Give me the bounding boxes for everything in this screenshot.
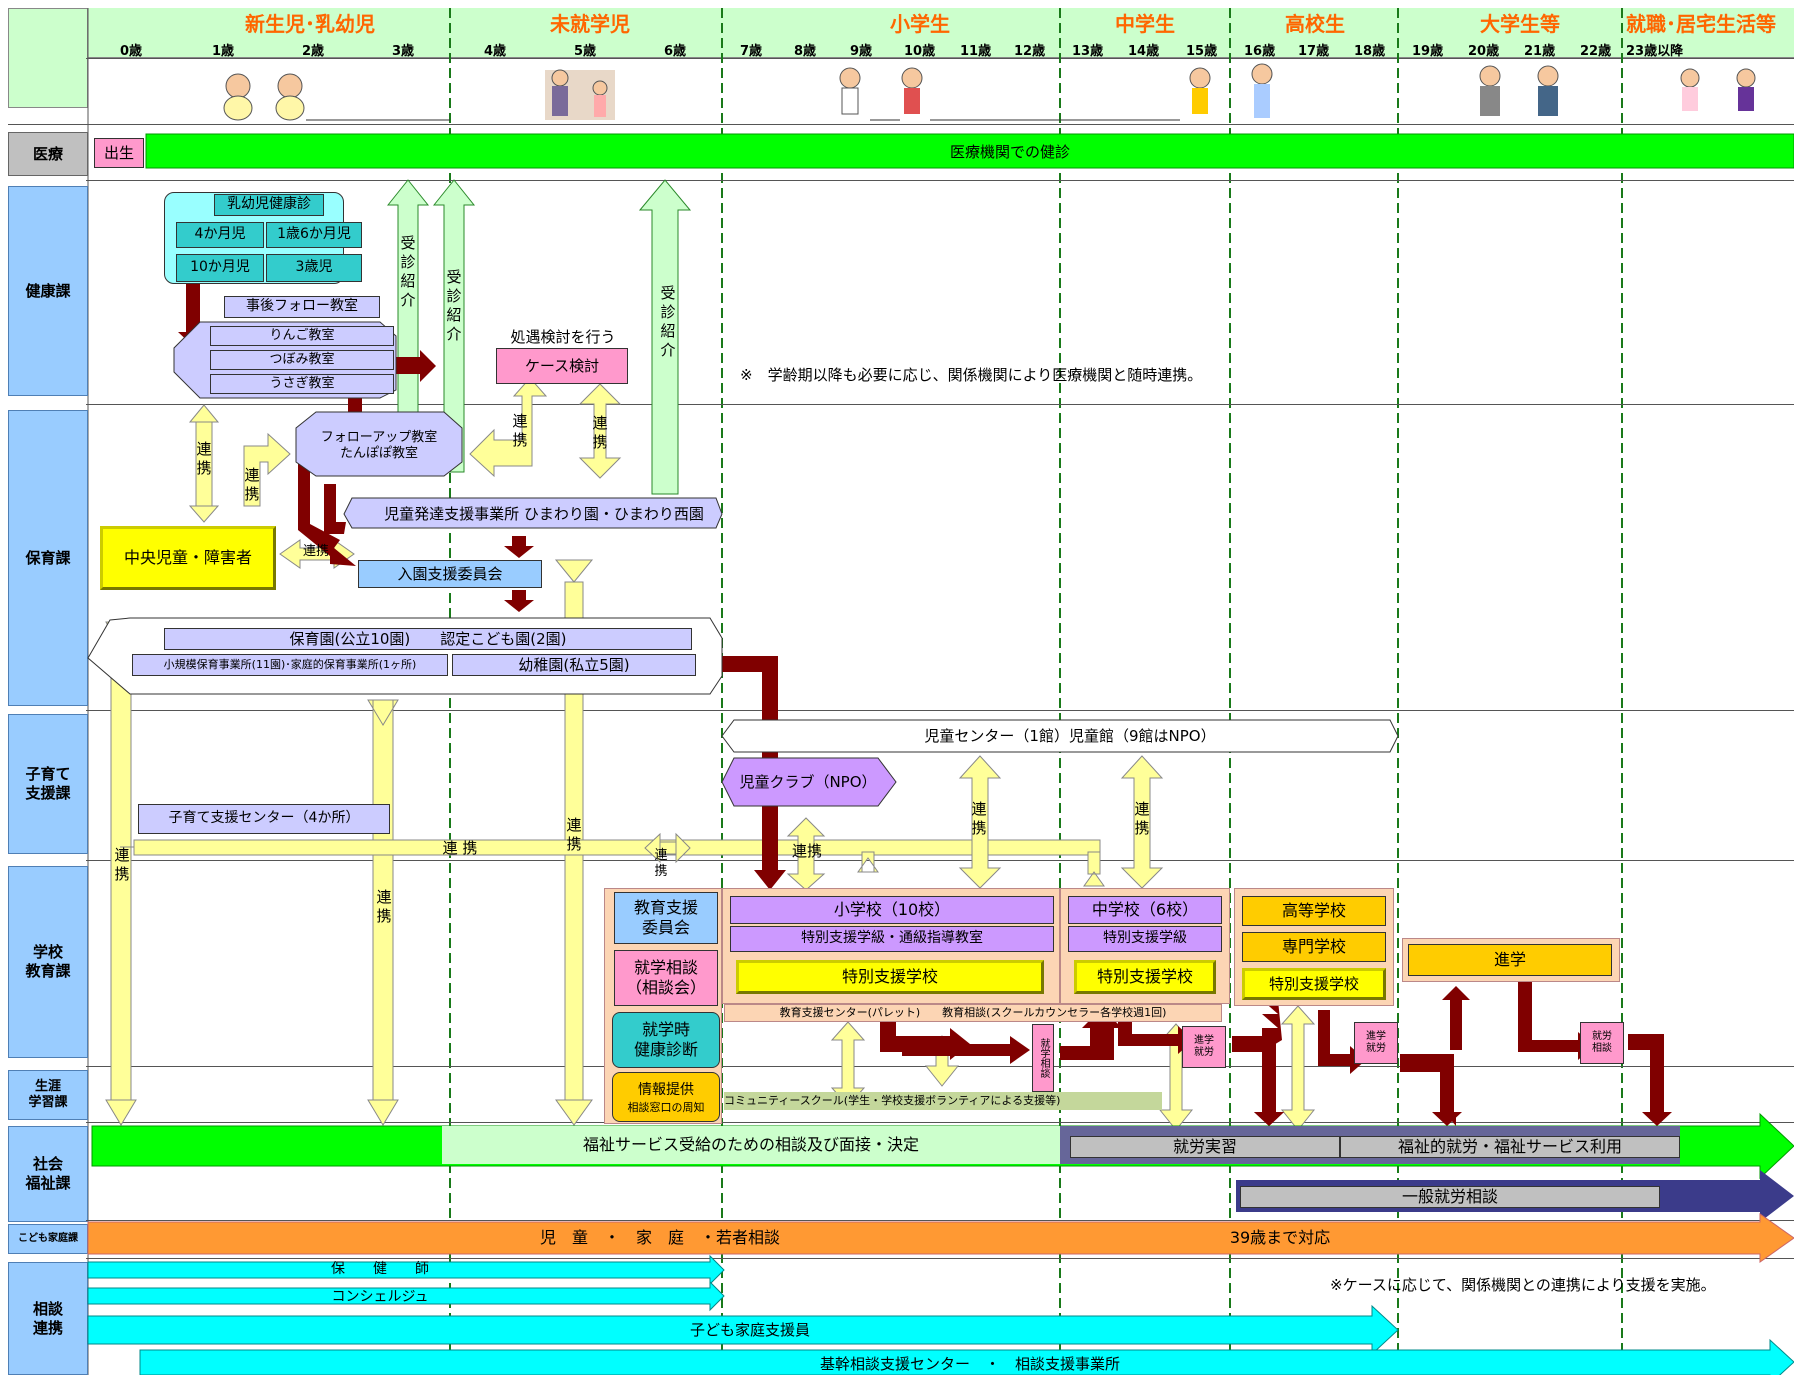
treat-review-label: 処遇検討を行う (500, 326, 626, 348)
junior-school: 中学校（6校） (1068, 896, 1222, 924)
shugaku-sodan-text: 就学相談 (1037, 1038, 1049, 1078)
checkup-1y6m: 1歳6か月児 (266, 222, 362, 248)
birth-box: 出生 (94, 138, 144, 168)
info-box: 情報提供 相談窓口の周知 (612, 1072, 720, 1122)
checkup-10month: 10か月児 (176, 254, 264, 282)
renkei-label: 連携 (298, 544, 334, 560)
chuo-box: 中央児童・障害者 (100, 526, 276, 590)
info-title: 情報提供 (613, 1079, 719, 1099)
medical-checkup-label: 医療機関での健診 (860, 140, 1160, 164)
himawari-box: 児童発達支援事業所 ひまわり園・ひまわり西園 (372, 502, 716, 526)
info-subtitle: 相談窓口の周知 (613, 1099, 719, 1115)
followup-class: フォローアップ教室 たんぽぽ教室 (300, 424, 458, 468)
shugaku-sodan-tag: 就学相談 (1032, 1024, 1054, 1092)
edu-committee-box: 教育支援 委員会 (614, 892, 718, 944)
renkei-label: 連携 (1133, 800, 1151, 838)
consult-center-label: 基幹相談支援センター ・ 相談支援事業所 (740, 1354, 1200, 1374)
usagi-class: うさぎ教室 (210, 374, 394, 394)
small-nursery-box: 小規模保育事業所(11園)･家庭的保育事業所(1ヶ所) (132, 654, 448, 676)
public-nurse-label: 保 健 師 (280, 1262, 480, 1278)
case-review-box: ケース検討 (496, 348, 628, 384)
shingaku-shuro-tag: 進学 就労 (1354, 1022, 1398, 1064)
tsubomi-class: つぼみ教室 (210, 350, 394, 370)
family-consult-label: 児 童 ・ 家 庭 ・若者相談 (460, 1226, 860, 1250)
edu-center-bar: 教育支援センター(パレット) 教育相談(スクールカウンセラー各学校週1回) (724, 1004, 1222, 1022)
elementary-school: 小学校（10校） (730, 896, 1054, 924)
checkup-4month: 4か月児 (176, 222, 264, 248)
advance-box: 進学 (1408, 944, 1612, 976)
referral-label: 受診紹介 (399, 234, 417, 310)
referral-label: 受診紹介 (445, 268, 463, 344)
general-employment-bar: 一般就労相談 (1240, 1186, 1660, 1208)
admission-committee: 入園支援委員会 (358, 560, 542, 588)
concierge-label: コンシェルジュ (280, 1290, 480, 1306)
high-school: 高等学校 (1242, 896, 1386, 926)
support-center-box: 子育て支援センター（4か所） (138, 804, 390, 834)
renkei-label: 連携 (113, 846, 131, 884)
renkei-label: 連携 (511, 412, 529, 450)
follow-class-title: 事後フォロー教室 (224, 296, 380, 318)
renkei-horizontal-label: 連 携 (430, 838, 490, 858)
ringo-class: りんご教室 (210, 326, 394, 346)
welfare-employment-bar: 福祉的就労・福祉サービス利用 (1340, 1136, 1680, 1158)
renkei-label: 連携 (375, 888, 393, 926)
consult-note: ※ケースに応じて、関係機関との連携により支援を実施。 (1330, 1274, 1770, 1296)
children-center-label: 児童センター（1館）児童館（9館はNPO） (760, 724, 1380, 748)
community-school-bar: コミュニティースクール(学生・学校支援ボランティアによる支援等) (724, 1092, 1162, 1110)
checkup-3year: 3歳児 (266, 254, 362, 282)
elementary-special-class: 特別支援学級・通級指導教室 (730, 926, 1054, 952)
health-exam-box: 就学時 健康診断 (612, 1012, 720, 1068)
welfare-consult-bar: 福祉サービス受給のための相談及び面接・決定 (442, 1126, 1060, 1164)
referral-label: 受診紹介 (659, 284, 677, 360)
elementary-special-school: 特別支援学校 (736, 960, 1044, 994)
renkei-label: 連携 (591, 414, 609, 452)
junior-special-school: 特別支援学校 (1074, 960, 1216, 994)
shugaku-consult-box: 就学相談 （相談会） (614, 950, 718, 1006)
shingaku-shuro-tag: 進学 就労 (1182, 1026, 1226, 1068)
health-note: ※ 学齢期以降も必要に応じ、関係機関により医療機関と随時連携。 (740, 364, 1240, 386)
renkei-label: 連携 (243, 466, 261, 504)
work-practice-bar: 就労実習 (1070, 1136, 1340, 1158)
family-support-label: 子ども家庭支援員 (630, 1320, 870, 1340)
renkei-label: 連携 (792, 842, 822, 860)
renkei-label: 連携 (652, 848, 670, 880)
shuro-sodan-tag: 就労 相談 (1580, 1022, 1624, 1064)
junior-special-class: 特別支援学級 (1068, 926, 1222, 952)
renkei-label: 連携 (970, 800, 988, 838)
hoikuen-box: 保育園(公立10園) 認定こども園(2園) (164, 628, 692, 650)
kindergarten-box: 幼稚園(私立5園) (452, 654, 696, 676)
high-special-school: 特別支援学校 (1242, 968, 1386, 1000)
renkei-label: 連携 (195, 440, 213, 478)
infant-checkup-title: 乳幼児健康診 (214, 194, 324, 216)
age39-label: 39歳まで対応 (1180, 1226, 1380, 1250)
vocational-school: 専門学校 (1242, 932, 1386, 962)
children-club-label: 児童クラブ（NPO） (728, 770, 888, 794)
renkei-label: 連携 (565, 816, 583, 854)
